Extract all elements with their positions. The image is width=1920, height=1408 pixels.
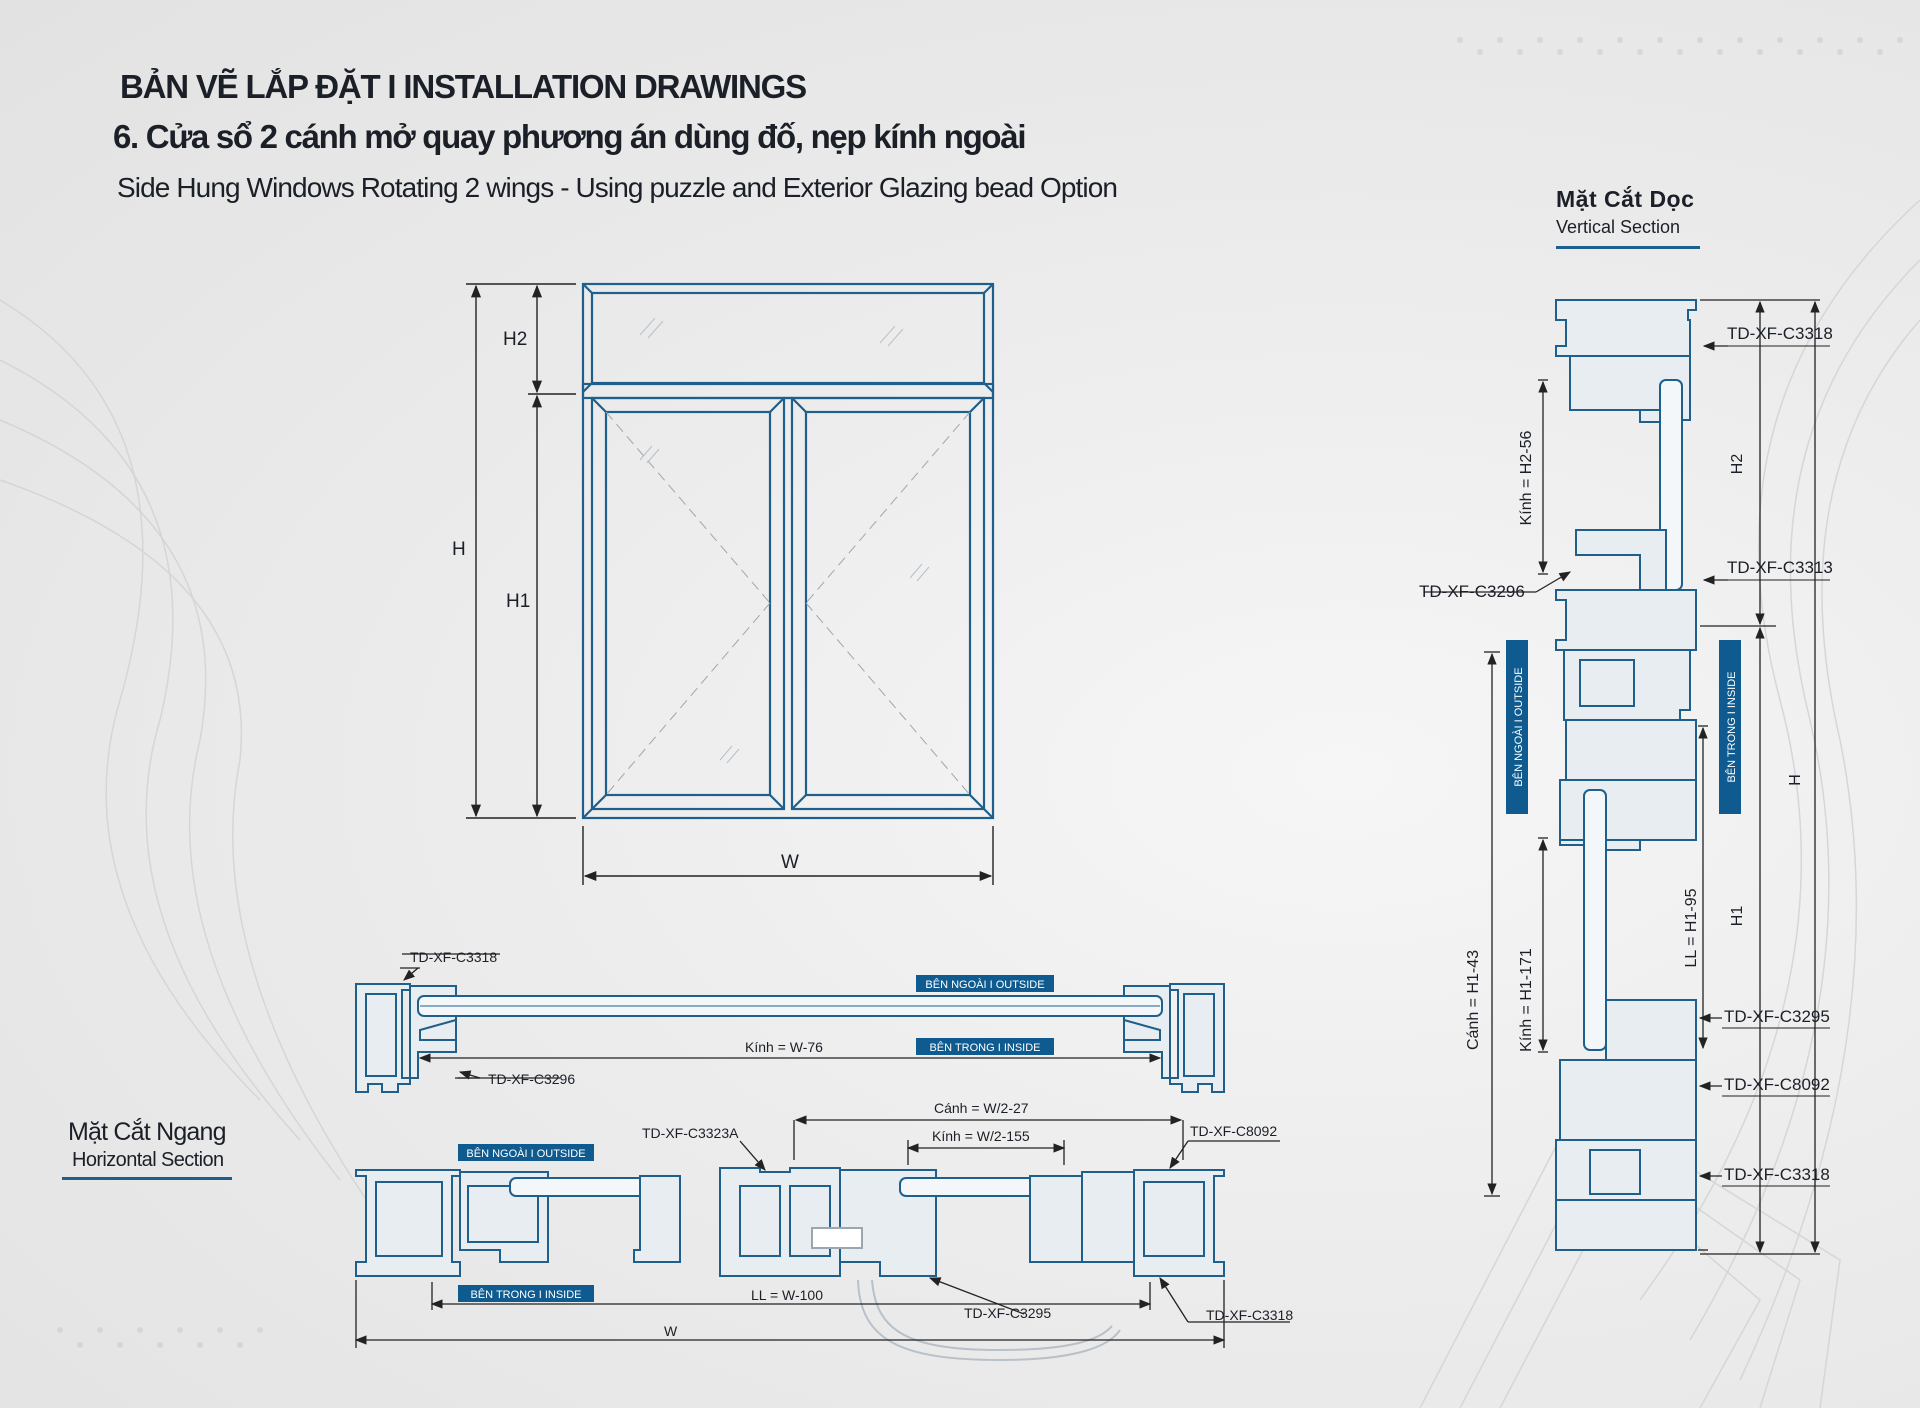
fixed-glass-dim: Kính = W-76 bbox=[745, 1039, 823, 1055]
page-title: BẢN VẼ LẮP ĐẶT I INSTALLATION DRAWINGS bbox=[120, 68, 807, 105]
vertical-outside-badge bbox=[1506, 640, 1528, 814]
elevation-dimensions bbox=[466, 283, 994, 885]
transom-bar bbox=[581, 382, 995, 400]
casement-label-c3295: TD-XF-C3295 bbox=[964, 1305, 1051, 1321]
casement-label-c3323a: TD-XF-C3323A bbox=[642, 1125, 739, 1141]
dim-h-label: H bbox=[452, 539, 466, 560]
casement-outside-badge-text: BÊN NGOÀI I OUTSIDE bbox=[466, 1147, 585, 1160]
fixed-inside-badge bbox=[916, 1038, 1054, 1055]
vertical-dim-h1: H1 bbox=[1729, 906, 1746, 927]
vertical-section-underline bbox=[1556, 246, 1700, 249]
vertical-dim-glass-top: Kính = H2-56 bbox=[1518, 431, 1535, 526]
page-subtitle-vn: 6. Cửa sổ 2 cánh mở quay phương án dùng … bbox=[113, 118, 1027, 155]
vertical-transom-bead bbox=[1575, 529, 1667, 591]
vertical-section-title: Mặt Cắt Dọc Vertical Section bbox=[1556, 186, 1700, 249]
horizontal-section-title: Mặt Cắt Ngang Horizontal Section bbox=[62, 1118, 232, 1180]
vertical-label-c3318-bottom: TD-XF-C3318 bbox=[1724, 1165, 1830, 1184]
vertical-inside-badge bbox=[1719, 640, 1741, 814]
vertical-label-c3318-top: TD-XF-C3318 bbox=[1727, 324, 1833, 343]
vertical-section-profiles bbox=[1555, 299, 1697, 1251]
vertical-dim-h2: H2 bbox=[1729, 454, 1746, 475]
transom-frame bbox=[590, 291, 986, 385]
horizontal-section-title-vn: Mặt Cắt Ngang bbox=[68, 1118, 227, 1146]
vertical-inside-badge-text: BÊN TRONG I INSIDE bbox=[1725, 671, 1738, 782]
vertical-label-c8092: TD-XF-C8092 bbox=[1724, 1075, 1830, 1094]
casement-outside-badge bbox=[458, 1144, 594, 1161]
right-sash bbox=[790, 396, 986, 811]
vertical-sash-top bbox=[1565, 719, 1697, 781]
fixed-label-c3296: TD-XF-C3296 bbox=[488, 1071, 575, 1087]
page-subtitle-en: Side Hung Windows Rotating 2 wings - Usi… bbox=[117, 172, 1118, 203]
dim-h2-label: H2 bbox=[503, 329, 527, 350]
handle-base bbox=[811, 1227, 863, 1249]
casement-left-frame bbox=[355, 1169, 461, 1277]
casement-right-frame bbox=[1133, 1169, 1225, 1277]
vertical-c8092 bbox=[1559, 1059, 1697, 1141]
casement-glass-dim: Kính = W/2-155 bbox=[932, 1128, 1030, 1144]
window-elevation bbox=[581, 282, 995, 820]
vertical-outside-badge-text: BÊN NGOÀI I OUTSIDE bbox=[1512, 667, 1525, 786]
casement-label-c3318: TD-XF-C3318 bbox=[1206, 1307, 1293, 1323]
dim-h1-label: H1 bbox=[506, 591, 530, 612]
casement-ll-dim: LL = W-100 bbox=[751, 1287, 823, 1303]
vertical-label-c3313: TD-XF-C3313 bbox=[1727, 558, 1833, 577]
vertical-dim-h: H bbox=[1787, 774, 1804, 786]
casement-right-sash bbox=[1081, 1171, 1135, 1263]
dim-w-label: W bbox=[781, 852, 799, 873]
horizontal-section-title-en: Horizontal Section bbox=[72, 1149, 224, 1171]
vertical-section-title-en: Vertical Section bbox=[1556, 217, 1681, 237]
casement-inside-badge-text: BÊN TRONG I INSIDE bbox=[470, 1288, 581, 1301]
horizontal-fixed-section bbox=[355, 983, 1225, 1093]
opening-line bbox=[605, 411, 771, 604]
casement-label-c8092: TD-XF-C8092 bbox=[1190, 1123, 1277, 1139]
vertical-top-frame bbox=[1555, 299, 1697, 357]
fixed-outside-badge bbox=[916, 975, 1054, 992]
vertical-label-c3296: TD-XF-C3296 bbox=[1419, 582, 1525, 601]
casement-inside-badge bbox=[458, 1285, 594, 1302]
horizontal-section-underline bbox=[62, 1177, 232, 1180]
vertical-dim-ll: LL = H1-95 bbox=[1683, 888, 1700, 967]
fixed-outside-badge-text: BÊN NGOÀI I OUTSIDE bbox=[925, 978, 1044, 991]
casement-w-dim: W bbox=[664, 1323, 678, 1339]
left-sash bbox=[590, 396, 786, 811]
vertical-dim-sash: Cánh = H1-43 bbox=[1465, 950, 1482, 1050]
fixed-label-c3318: TD-XF-C3318 bbox=[410, 949, 497, 965]
vertical-label-c3295: TD-XF-C3295 bbox=[1724, 1007, 1830, 1026]
outer-frame bbox=[581, 282, 995, 820]
horizontal-casement-section bbox=[355, 1167, 1225, 1277]
vertical-dim-glass-bottom: Kính = H1-171 bbox=[1518, 948, 1535, 1052]
vertical-section-title-vn: Mặt Cắt Dọc bbox=[1556, 186, 1695, 212]
fixed-inside-badge-text: BÊN TRONG I INSIDE bbox=[929, 1041, 1040, 1054]
casement-sash-dim: Cánh = W/2-27 bbox=[934, 1100, 1029, 1116]
vertical-transom bbox=[1555, 589, 1697, 651]
vertical-bottom-glass bbox=[1583, 789, 1607, 1051]
